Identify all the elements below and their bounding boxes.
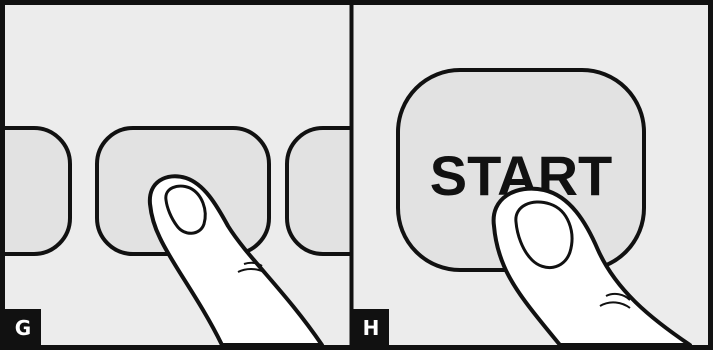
panel-h-label-text: H — [363, 316, 380, 340]
panel-h-finger — [491, 186, 692, 345]
panel-g-fingernail — [164, 184, 207, 235]
panel-g-finger — [147, 174, 324, 345]
panel-g-right-button — [285, 126, 350, 256]
panel-h-label: H — [353, 309, 389, 345]
panel-g: G — [5, 5, 350, 345]
panel-h-fingernail — [514, 200, 574, 269]
panel-g-label-text: G — [15, 316, 31, 340]
panel-g-left-button — [5, 126, 72, 256]
panel-g-label: G — [5, 309, 41, 345]
panel-h: START H — [353, 5, 708, 345]
